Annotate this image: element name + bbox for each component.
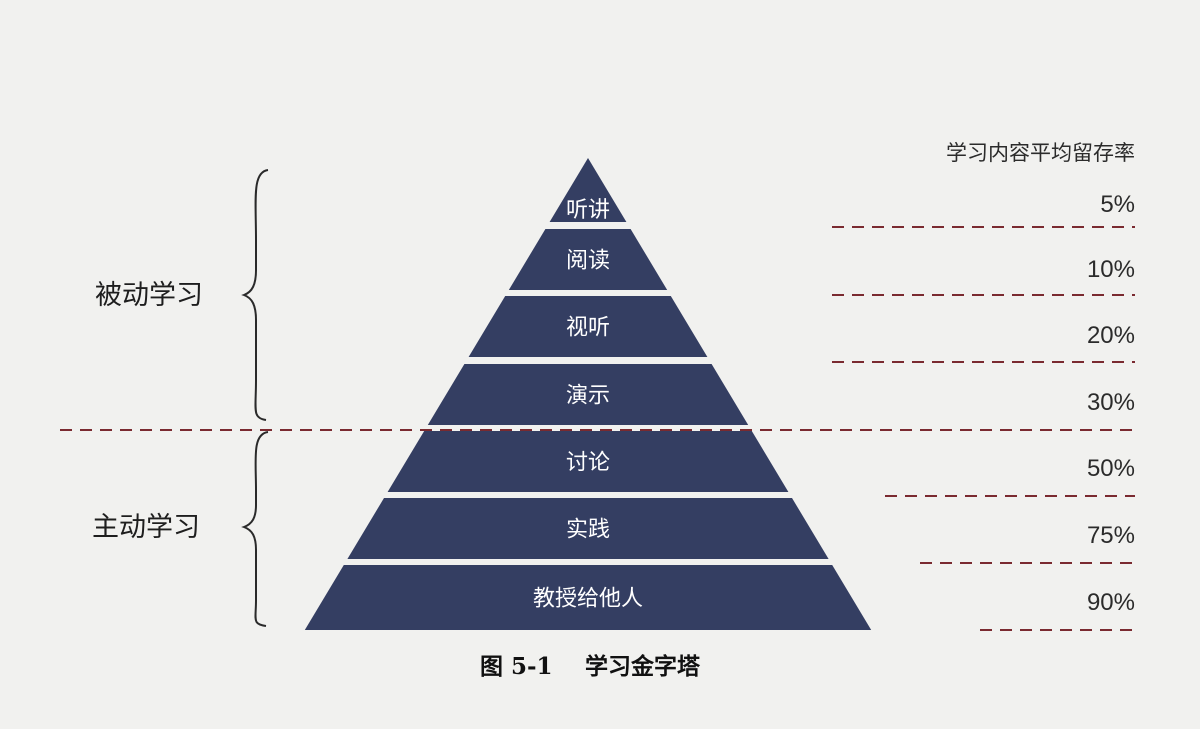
retention-value: 10% [1087,256,1135,283]
retention-value: 50% [1087,455,1135,482]
pyramid-layer [468,296,708,357]
group-label-active: 主动学习 [92,512,200,543]
pyramid-layer-label: 实践 [566,518,610,543]
pyramid-layer [427,364,749,425]
retention-value: 5% [1100,191,1135,218]
pyramid-layer [347,498,829,559]
retention-value: 75% [1087,522,1135,549]
pyramid-layer [508,229,668,290]
retention-dividers [60,226,1135,631]
retention-value: 30% [1087,389,1135,416]
retention-header: 学习内容平均留存率 [946,141,1135,165]
pyramid-layer-label: 教授给他人 [533,587,643,612]
group-label-passive: 被动学习 [95,280,203,311]
pyramid-layer [304,565,872,630]
retention-value: 90% [1087,589,1135,616]
figure-caption: 学习金字塔 [585,653,701,680]
pyramid-layer-label: 讨论 [566,451,610,476]
pyramid-layer [387,431,789,492]
passive-brace-icon [241,169,269,421]
pyramid-layer-label: 听讲 [566,198,610,223]
active-brace-icon [241,431,269,627]
pyramid-layer-label: 视听 [566,316,610,341]
pyramid-layer [549,158,627,222]
pyramid-layer-label: 阅读 [566,249,610,274]
retention-values: 5% 10% 20% 30% 50% 75% 90% [1087,191,1135,616]
pyramid-layer-label: 演示 [566,384,610,409]
retention-value: 20% [1087,322,1135,349]
figure-number: 图 5-1 [480,653,553,680]
